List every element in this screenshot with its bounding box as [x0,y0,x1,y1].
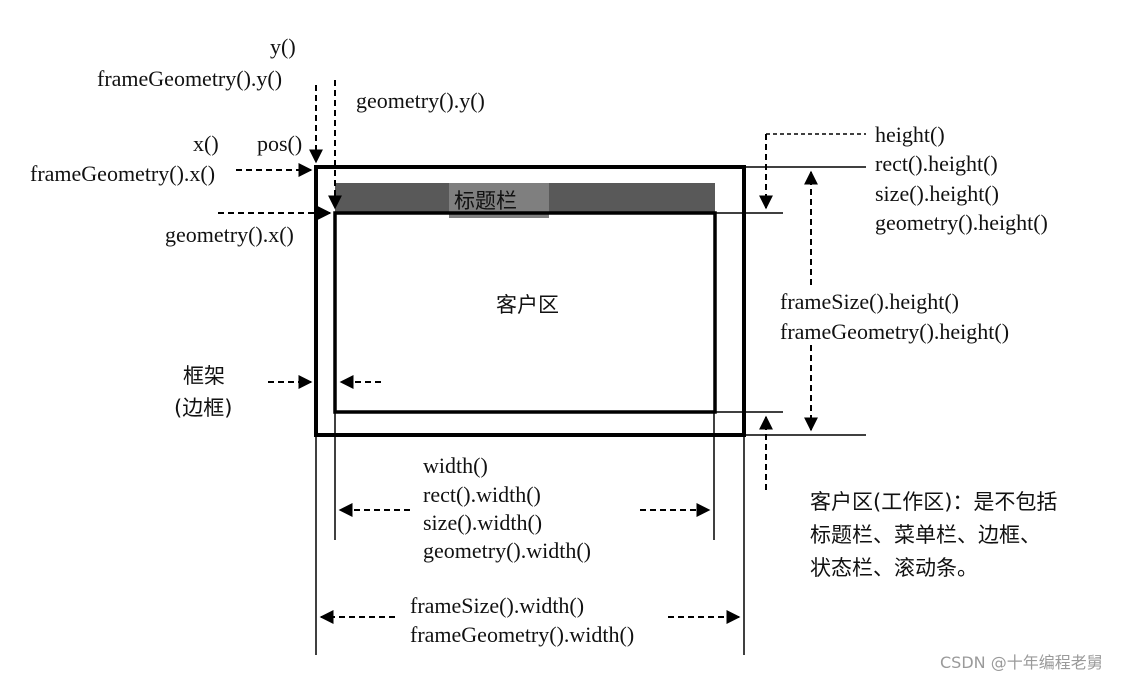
note-line-1: 客户区(工作区)：是不包括 [810,490,1057,514]
pos-label: pos() [257,131,302,156]
frame-geometry-x-label: frameGeometry().x() [30,161,215,186]
frame-geometry-y-label: frameGeometry().y() [97,66,282,91]
height-labels: height() rect().height() size().height()… [875,122,1048,235]
rect-height-label: rect().height() [875,151,998,176]
geometry-height-label: geometry().height() [875,210,1048,235]
csdn-watermark: CSDN @十年编程老舅 [940,653,1103,672]
client-area-label: 客户区 [496,293,559,317]
height-label: height() [875,122,945,147]
frame-geometry-height-label: frameGeometry().height() [780,319,1009,344]
client-area [333,211,717,414]
frame-size-width-label: frameSize().width() [410,593,584,618]
title-bar-label: 标题栏 [454,189,517,213]
note-line-3: 状态栏、滚动条。 [810,556,978,580]
note-line-2: 标题栏、菜单栏、边框、 [810,523,1041,547]
geometry-y-label: geometry().y() [356,88,485,113]
rect-width-label: rect().width() [423,482,541,507]
geometry-width-label: geometry().width() [423,538,591,563]
x-label: x() [193,131,219,156]
frame-geometry-width-label: frameGeometry().width() [410,622,634,647]
frame-label-line1: 框架 [183,364,225,388]
geometry-x-label: geometry().x() [165,222,294,247]
size-height-label: size().height() [875,181,999,206]
y-label: y() [270,34,296,59]
size-width-label: size().width() [423,510,542,535]
client-area-note: 客户区(工作区)：是不包括 标题栏、菜单栏、边框、 状态栏、滚动条。 [810,490,1057,580]
frame-label-line2: (边框) [174,396,232,420]
width-label: width() [423,453,488,478]
frame-size-height-label: frameSize().height() [780,289,959,314]
width-labels: width() rect().width() size().width() ge… [423,453,591,563]
outer-frame [314,165,746,437]
